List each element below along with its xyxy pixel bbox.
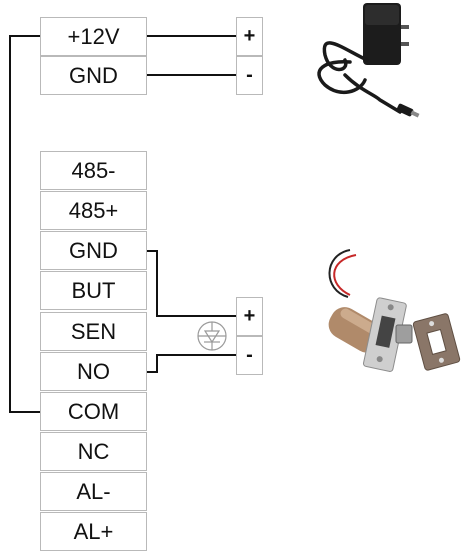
- lock-minus-terminal: -: [236, 336, 263, 375]
- terminal-nc: NC: [40, 432, 147, 471]
- terminal-no: NO: [40, 352, 147, 391]
- terminal-com: COM: [40, 392, 147, 431]
- terminal-485-minus: 485-: [40, 151, 147, 190]
- electric-bolt-lock-image: [328, 249, 461, 372]
- wire-no-to-lock-minus: [147, 354, 236, 373]
- diode-symbol: [197, 321, 227, 351]
- terminal-power-gnd: GND: [40, 56, 147, 95]
- lock-plus-terminal: +: [236, 297, 263, 336]
- terminal-but: BUT: [40, 271, 147, 310]
- power-adapter-image: [317, 3, 420, 118]
- wire-12v-to-com: [9, 35, 40, 413]
- terminal-al-minus: AL-: [40, 472, 147, 511]
- terminal-485-plus: 485+: [40, 191, 147, 230]
- adapter-minus-terminal: -: [236, 56, 263, 95]
- terminal-12v: +12V: [40, 17, 147, 56]
- terminal-gnd: GND: [40, 231, 147, 270]
- terminal-sen: SEN: [40, 312, 147, 351]
- terminal-al-plus: AL+: [40, 512, 147, 551]
- adapter-plus-terminal: +: [236, 17, 263, 56]
- wire-gnd-to-lock-plus: [147, 250, 236, 317]
